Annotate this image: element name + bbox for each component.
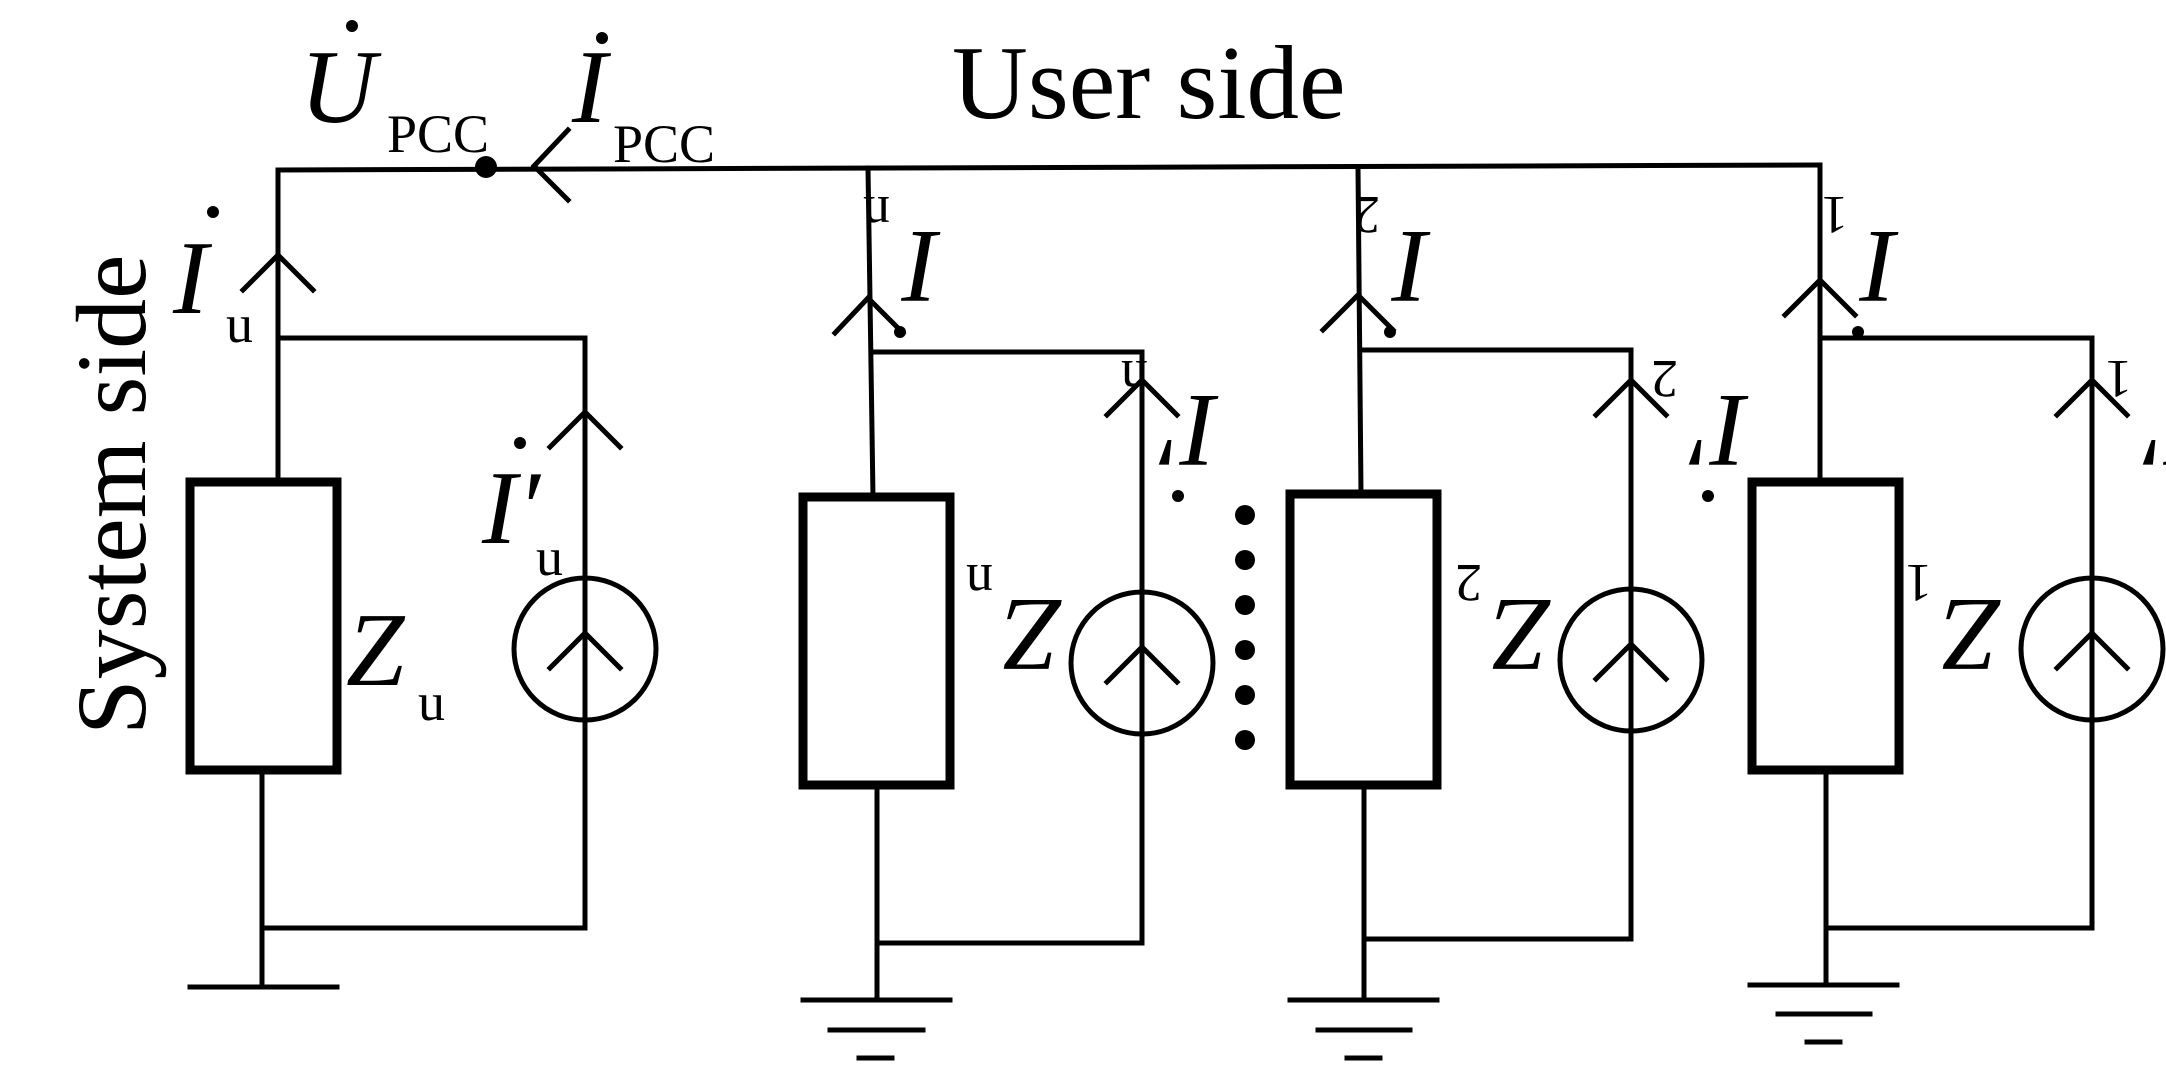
arrow-i-1 xyxy=(1781,276,1859,319)
current-source-2 xyxy=(1557,586,1705,734)
current-source-n xyxy=(1068,589,1216,737)
svg-text:u: u xyxy=(418,672,445,732)
label-i-1: I 1 xyxy=(1821,185,1899,338)
svg-text:System side: System side xyxy=(56,254,167,735)
svg-text:U: U xyxy=(300,28,382,145)
svg-text:n: n xyxy=(1121,349,1148,409)
impedance-zn xyxy=(798,492,955,790)
branch-n-drop xyxy=(865,165,876,500)
svg-text:I: I xyxy=(1858,209,1899,326)
svg-text:n: n xyxy=(863,185,890,245)
label-u-pcc: U PCC xyxy=(300,20,489,164)
pcc-bus xyxy=(275,162,1823,173)
svg-text:PCC: PCC xyxy=(387,104,489,164)
svg-text:I: I xyxy=(900,209,941,326)
arrow-i-u xyxy=(239,251,317,294)
label-z-2: Z 2 xyxy=(1455,553,1552,694)
branch-2-drop xyxy=(1355,164,1364,497)
svg-text:Z: Z xyxy=(1942,577,2002,694)
arrow-i-n-prime xyxy=(1103,376,1181,419)
label-i-u-prime: I′ u xyxy=(481,437,563,587)
svg-text:n: n xyxy=(966,553,993,613)
svg-text:Z: Z xyxy=(346,591,406,708)
impedance-z1 xyxy=(1747,477,1904,775)
label-i-2-prime: I′ 2 xyxy=(1651,349,1749,502)
svg-text:Z: Z xyxy=(1492,577,1552,694)
arrow-i-2 xyxy=(1319,291,1397,334)
svg-text:Z: Z xyxy=(1003,577,1063,694)
current-arrows xyxy=(239,126,2131,451)
label-z-1: Z 1 xyxy=(1905,553,2002,694)
user-side-label: User side xyxy=(952,24,1346,141)
label-z-u: Z u xyxy=(346,591,445,732)
branch-ellipsis: …… xyxy=(1235,505,1255,750)
svg-text:u: u xyxy=(536,527,563,587)
svg-text:I′: I′ xyxy=(2142,373,2166,490)
current-source-1 xyxy=(2018,575,2166,723)
current-source-u xyxy=(511,575,659,723)
svg-text:u: u xyxy=(226,294,253,354)
svg-text:I′: I′ xyxy=(1688,373,1749,490)
svg-text:I: I xyxy=(1390,209,1431,326)
wires xyxy=(187,162,2095,1001)
arrow-i-1-prime xyxy=(2053,376,2131,419)
svg-text:PCC: PCC xyxy=(613,114,715,174)
impedance-zu xyxy=(185,477,342,775)
svg-text:2: 2 xyxy=(1455,553,1482,613)
arrow-i-u-prime xyxy=(546,408,624,451)
label-z-n: Z n xyxy=(966,553,1063,694)
system-side-label: System side xyxy=(56,254,167,735)
svg-text:1: 1 xyxy=(1821,185,1848,245)
ground-2 xyxy=(1287,997,1440,1061)
ground-1 xyxy=(1747,982,1900,1045)
svg-text:I: I xyxy=(571,28,612,145)
arrow-i-2-prime xyxy=(1592,376,1670,419)
arrow-i-n xyxy=(831,294,907,337)
label-i-1-prime: I′ 1 xyxy=(2105,349,2166,490)
svg-text:I: I xyxy=(172,219,213,336)
label-i-2: I 2 xyxy=(1353,185,1431,338)
impedance-z2 xyxy=(1285,489,1442,790)
ground-n xyxy=(800,997,953,1061)
arrow-i-pcc xyxy=(530,126,572,204)
svg-text:I′: I′ xyxy=(1158,373,1219,490)
svg-text:2: 2 xyxy=(1353,185,1380,245)
pcc-node xyxy=(475,156,497,178)
svg-text:I′: I′ xyxy=(481,449,542,566)
svg-text:1: 1 xyxy=(1905,553,1932,613)
svg-text:2: 2 xyxy=(1651,349,1678,409)
label-i-pcc: I PCC xyxy=(571,28,715,174)
svg-text:1: 1 xyxy=(2105,349,2132,409)
label-i-u: I u xyxy=(172,206,253,354)
label-i-n: I n xyxy=(863,185,941,338)
label-i-n-prime: I′ n xyxy=(1121,349,1219,502)
